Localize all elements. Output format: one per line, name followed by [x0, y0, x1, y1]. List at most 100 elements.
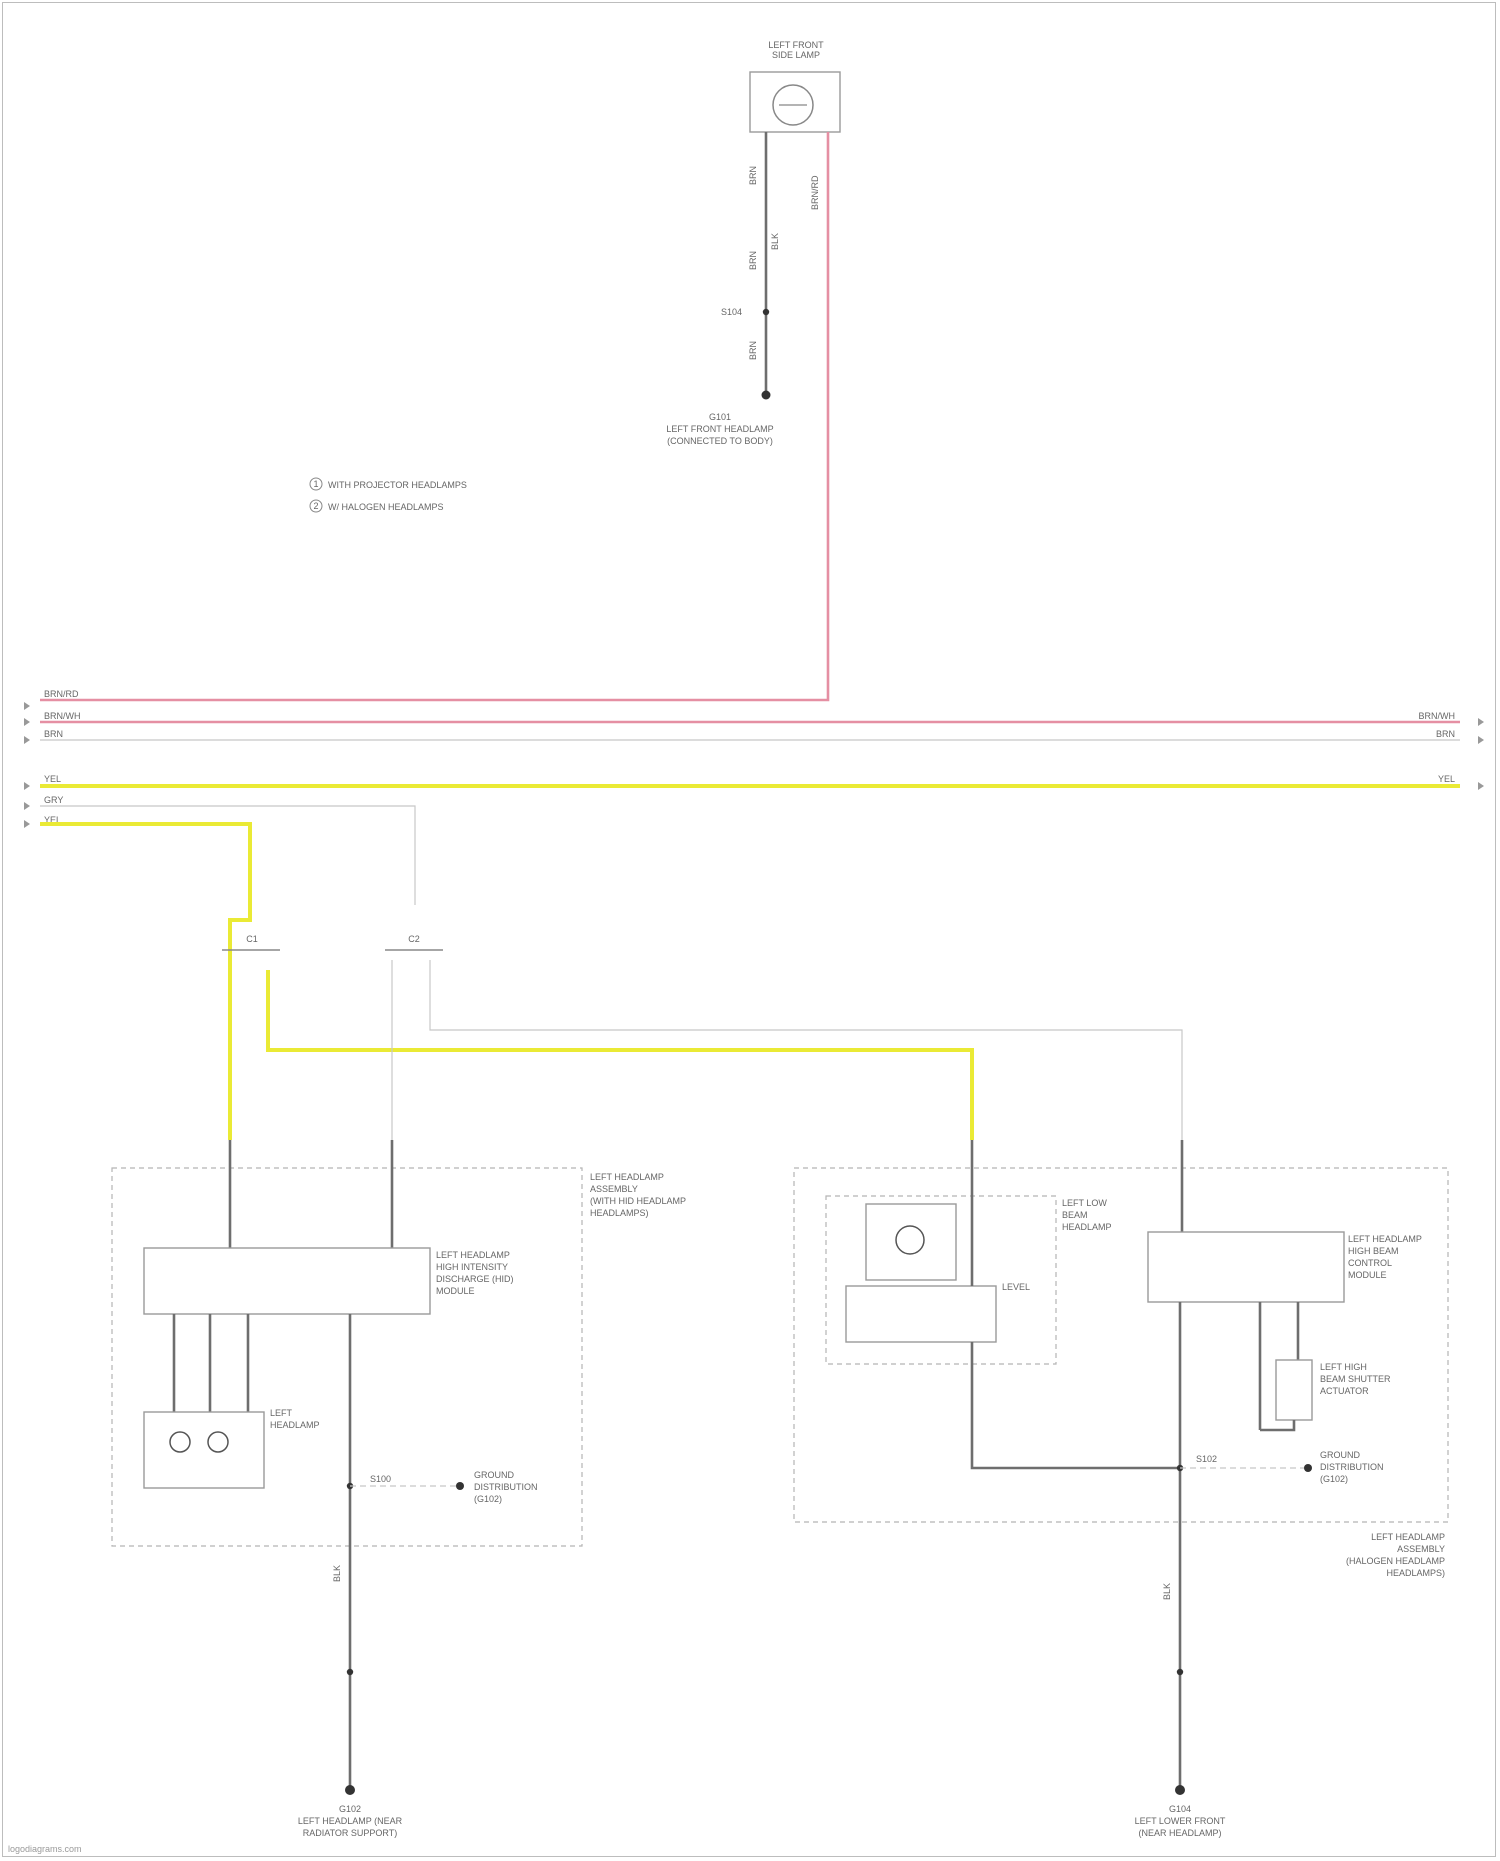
- right-ground-label: G104 LEFT LOWER FRONT (NEAR HEADLAMP): [1135, 1804, 1226, 1838]
- top-lamp: LEFT FRONT SIDE LAMP: [750, 40, 840, 132]
- top-splice-dot: [763, 309, 769, 315]
- svg-text:(G102): (G102): [1320, 1474, 1348, 1484]
- top-lamp-label-2: SIDE LAMP: [772, 50, 820, 60]
- watermark: logodiagrams.com: [8, 1844, 82, 1854]
- legend-text-2: W/ HALOGEN HEADLAMPS: [328, 502, 444, 512]
- right-bulb-housing: [866, 1204, 956, 1280]
- bus-left-label-5: GRY: [44, 795, 63, 805]
- top-wire-label-3: BRN: [748, 251, 758, 270]
- legend-marker-2-text: 2: [313, 501, 318, 511]
- svg-text:LEFT HEADLAMP: LEFT HEADLAMP: [436, 1250, 510, 1260]
- svg-text:LEFT HEADLAMP: LEFT HEADLAMP: [1348, 1234, 1422, 1244]
- right-ground-ref-label: GROUND DISTRIBUTION (G102): [1320, 1450, 1384, 1484]
- svg-text:(G102): (G102): [474, 1494, 502, 1504]
- bus-left-label-2: BRN/WH: [44, 711, 81, 721]
- connector-left-label: C1: [246, 934, 258, 944]
- left-splice-label: S100: [370, 1474, 391, 1484]
- right-high-beam-module: [1148, 1232, 1344, 1302]
- svg-text:DISTRIBUTION: DISTRIBUTION: [1320, 1462, 1384, 1472]
- bus-left-label-3: BRN: [44, 729, 63, 739]
- svg-text:DISCHARGE (HID): DISCHARGE (HID): [436, 1274, 514, 1284]
- bus-right-label-1: BRN/WH: [1419, 711, 1456, 721]
- bus-gray-wire-2: [40, 806, 415, 905]
- top-splice-label: S104: [721, 307, 742, 317]
- actuator-return-wire: [1260, 1420, 1294, 1430]
- left-ground-symbol: [345, 1785, 355, 1795]
- svg-text:HEADLAMP: HEADLAMP: [270, 1420, 320, 1430]
- right-splice-label: S102: [1196, 1454, 1217, 1464]
- svg-text:G102: G102: [339, 1804, 361, 1814]
- svg-text:LEFT HIGH: LEFT HIGH: [1320, 1362, 1367, 1372]
- top-ground-symbol: [762, 391, 771, 400]
- legend-marker-1-text: 1: [313, 479, 318, 489]
- svg-text:GROUND: GROUND: [1320, 1450, 1360, 1460]
- svg-text:HEADLAMPS): HEADLAMPS): [590, 1208, 649, 1218]
- left-yellow-feed: [40, 824, 250, 1140]
- svg-text:BEAM: BEAM: [1062, 1210, 1088, 1220]
- left-bulb-label: LEFT HEADLAMP: [270, 1408, 320, 1430]
- svg-text:LEFT LOW: LEFT LOW: [1062, 1198, 1107, 1208]
- right-lower-splice: [1177, 1669, 1183, 1675]
- top-lamp-housing: [750, 72, 840, 132]
- bus-left-label-1: BRN/RD: [44, 689, 79, 699]
- svg-text:GROUND: GROUND: [474, 1470, 514, 1480]
- svg-text:MODULE: MODULE: [436, 1286, 475, 1296]
- top-wire-label-1: BRN: [748, 166, 758, 185]
- bus-right-label-3: YEL: [1438, 774, 1455, 784]
- left-ground-wire-label: BLK: [332, 1565, 342, 1582]
- left-ground-label: G102 LEFT HEADLAMP (NEAR RADIATOR SUPPOR…: [298, 1804, 403, 1838]
- svg-text:G104: G104: [1169, 1804, 1191, 1814]
- actuator-label: LEFT HIGH BEAM SHUTTER ACTUATOR: [1320, 1362, 1391, 1396]
- connector-right-label: C2: [408, 934, 420, 944]
- left-hid-module-label: LEFT HEADLAMP HIGH INTENSITY DISCHARGE (…: [436, 1250, 514, 1296]
- svg-text:HEADLAMPS): HEADLAMPS): [1386, 1568, 1445, 1578]
- svg-text:LEFT LOWER FRONT: LEFT LOWER FRONT: [1135, 1816, 1226, 1826]
- top-red-wire-label: BRN/RD: [810, 175, 820, 210]
- svg-text:DISTRIBUTION: DISTRIBUTION: [474, 1482, 538, 1492]
- legend: 1 WITH PROJECTOR HEADLAMPS 2 W/ HALOGEN …: [310, 478, 467, 512]
- svg-text:LEFT HEADLAMP: LEFT HEADLAMP: [590, 1172, 664, 1182]
- connector-right: C2: [385, 934, 443, 950]
- top-ground-line1: LEFT FRONT HEADLAMP: [666, 424, 773, 434]
- svg-text:HIGH BEAM: HIGH BEAM: [1348, 1246, 1399, 1256]
- top-wire-label-4: BRN: [748, 341, 758, 360]
- left-ground-ref-dot: [456, 1482, 464, 1490]
- svg-text:HEADLAMP: HEADLAMP: [1062, 1222, 1112, 1232]
- top-ground-id: G101: [709, 412, 731, 422]
- top-ground-line2: (CONNECTED TO BODY): [667, 436, 773, 446]
- svg-text:ASSEMBLY: ASSEMBLY: [590, 1184, 638, 1194]
- svg-text:ASSEMBLY: ASSEMBLY: [1397, 1544, 1445, 1554]
- left-hid-module: [144, 1248, 430, 1314]
- right-bulb-label: LEFT LOW BEAM HEADLAMP: [1062, 1198, 1112, 1232]
- svg-text:LEFT: LEFT: [270, 1408, 293, 1418]
- svg-text:HIGH INTENSITY: HIGH INTENSITY: [436, 1262, 508, 1272]
- right-ground-wire-label: BLK: [1162, 1583, 1172, 1600]
- shutter-actuator: [1276, 1360, 1312, 1420]
- right-module-label: LEFT HEADLAMP HIGH BEAM CONTROL MODULE: [1348, 1234, 1422, 1280]
- svg-text:(NEAR HEADLAMP): (NEAR HEADLAMP): [1138, 1828, 1221, 1838]
- top-wire-label-2: BLK: [770, 233, 780, 250]
- top-lamp-label-1: LEFT FRONT: [768, 40, 824, 50]
- left-assembly-label: LEFT HEADLAMP ASSEMBLY (WITH HID HEADLAM…: [590, 1172, 686, 1218]
- svg-text:(WITH HID HEADLAMP: (WITH HID HEADLAMP: [590, 1196, 686, 1206]
- svg-text:MODULE: MODULE: [1348, 1270, 1387, 1280]
- right-ground-symbol: [1175, 1785, 1185, 1795]
- svg-text:CONTROL: CONTROL: [1348, 1258, 1392, 1268]
- svg-text:ACTUATOR: ACTUATOR: [1320, 1386, 1369, 1396]
- svg-text:RADIATOR SUPPORT): RADIATOR SUPPORT): [303, 1828, 398, 1838]
- left-lower-splice: [347, 1669, 353, 1675]
- right-yellow-feed: [268, 970, 972, 1140]
- legend-text-1: WITH PROJECTOR HEADLAMPS: [328, 480, 467, 490]
- bus-right-label-2: BRN: [1436, 729, 1455, 739]
- right-level-label: LEVEL: [1002, 1282, 1030, 1292]
- right-bulb-ground-wire: [972, 1342, 1180, 1468]
- svg-text:LEFT HEADLAMP (NEAR: LEFT HEADLAMP (NEAR: [298, 1816, 403, 1826]
- svg-text:BEAM SHUTTER: BEAM SHUTTER: [1320, 1374, 1391, 1384]
- svg-text:LEFT HEADLAMP: LEFT HEADLAMP: [1371, 1532, 1445, 1542]
- right-ground-ref-dot: [1304, 1464, 1312, 1472]
- svg-text:(HALOGEN HEADLAMP: (HALOGEN HEADLAMP: [1346, 1556, 1445, 1566]
- bus-left-labels: BRN/RD BRN/WH BRN YEL GRY YEL: [44, 689, 81, 825]
- left-ground-ref-label: GROUND DISTRIBUTION (G102): [474, 1470, 538, 1504]
- right-level-box: [846, 1286, 996, 1342]
